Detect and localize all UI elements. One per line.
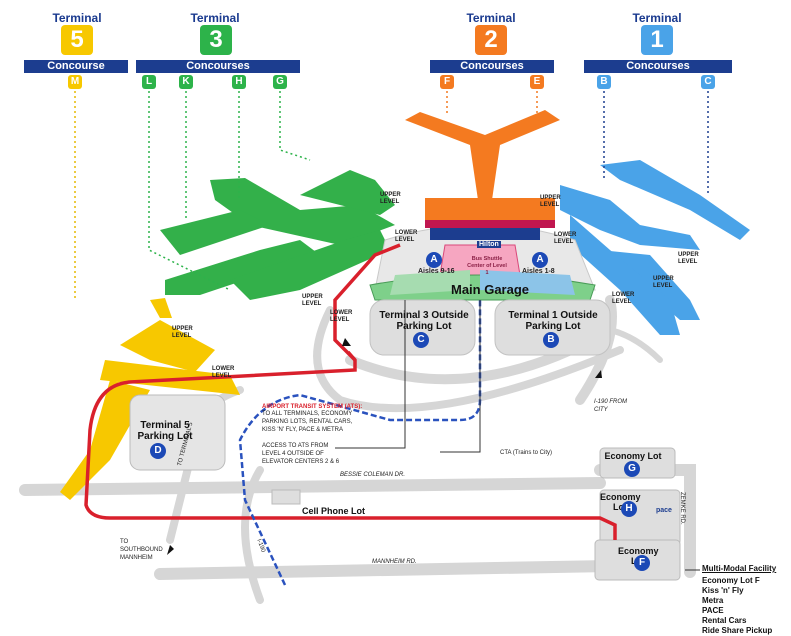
terminal-3-lot-area (369, 299, 476, 356)
terminal-3-concourse-bar: Concourses (136, 60, 300, 73)
t1-upper-level-label-3: UPPER LEVEL (653, 276, 674, 289)
terminal-1-badge: 1 (641, 25, 673, 55)
multimodal-item: Metra (702, 596, 724, 605)
concourse-b-badge[interactable]: B (597, 75, 611, 89)
terminal-3-lot-name: Terminal 3 Outside Parking Lot (379, 310, 469, 332)
to-southbound-mannheim: TO SOUTHBOUND MANNHEIM (120, 539, 163, 561)
main-garage-structure (369, 220, 596, 301)
terminal-5-word: Terminal (52, 11, 102, 25)
ats-title: AIRPORT TRANSIT SYSTEM (ATS): (262, 404, 363, 410)
terminal-5-badge: 5 (61, 25, 93, 55)
lot-d-badge[interactable]: D (150, 443, 166, 459)
bus-shuttle-center-label: Bus Shuttle Center of Level 1 (467, 256, 507, 276)
economy-lot-g-name: Economy Lot (604, 451, 662, 461)
lot-b-badge[interactable]: B (543, 332, 559, 348)
i190-from-city: I-190 FROM CITY (594, 399, 628, 413)
terminal-1-word: Terminal (632, 11, 682, 25)
t3-upper-level-label-2: UPPER LEVEL (302, 294, 323, 307)
t3-lower-level-label: LOWER LEVEL (395, 230, 418, 243)
terminal-2-concourse-bar: Concourses (430, 60, 554, 73)
t1-upper-level-label-2: UPPER LEVEL (678, 252, 699, 265)
lot-c-badge[interactable]: C (413, 332, 429, 348)
concourse-h-badge[interactable]: H (232, 75, 246, 89)
terminal-3-word: Terminal (190, 11, 240, 25)
ats-description: TO ALL TERMINALS, ECONOMY PARKING LOTS, … (262, 411, 353, 433)
aisles-9-16-label: Aisles 9-16 (418, 268, 455, 275)
cell-phone-lot-name: Cell Phone Lot (302, 506, 365, 516)
pace-label: pace (656, 507, 672, 514)
t1-lower-level-label: LOWER LEVEL (554, 232, 577, 245)
multimodal-item: Kiss 'n' Fly (702, 586, 744, 595)
terminal-2-word: Terminal (466, 11, 516, 25)
zemke-road-label: ZEMKE RD. (679, 492, 685, 525)
multimodal-list: Economy Lot F Kiss 'n' Fly Metra PACE Re… (702, 576, 772, 636)
t5-upper-level-label: UPPER LEVEL (172, 326, 193, 339)
t5-lower-level-label: LOWER LEVEL (212, 366, 235, 379)
multimodal-item: Ride Share Pickup (702, 626, 773, 635)
concourse-l-badge[interactable]: L (142, 75, 156, 89)
multimodal-item: Economy Lot F (702, 576, 760, 585)
lot-h-badge[interactable]: H (621, 501, 637, 517)
multimodal-item: PACE (702, 606, 724, 615)
t1-upper-level-label-1: UPPER LEVEL (540, 195, 561, 208)
concourse-m-badge[interactable]: M (68, 75, 82, 89)
terminal-3-badge: 3 (200, 25, 232, 55)
concourse-k-badge[interactable]: K (179, 75, 193, 89)
main-garage-title: Main Garage (450, 282, 530, 297)
mannheim-rd-label: MANNHEIM RD. (372, 559, 417, 565)
aisles-1-8-label: Aisles 1-8 (522, 268, 555, 275)
terminal-1-concourse-bar: Concourses (584, 60, 732, 73)
cell-phone-lot-area (271, 489, 301, 505)
terminal-5-building (60, 298, 240, 500)
t1-lower-level-label-2: LOWER LEVEL (612, 292, 635, 305)
callout-leaders (335, 300, 700, 571)
direction-arrows (167, 338, 602, 555)
ats-route-upper (333, 243, 401, 362)
concourse-c-badge[interactable]: C (701, 75, 715, 89)
garage-lot-a-left[interactable]: A (426, 252, 442, 268)
bessie-coleman-dr-label: BESSIE COLEMAN DR. (340, 472, 406, 478)
t3-lower-level-label-2: LOWER LEVEL (330, 310, 353, 323)
ats-access-note: ACCESS TO ATS FROM LEVEL 4 OUTSIDE OF EL… (262, 443, 340, 465)
ats-route (84, 350, 617, 540)
multimodal-item: Rental Cars (702, 616, 747, 625)
terminal-3-building (160, 170, 395, 300)
terminal-1-building (560, 160, 750, 335)
cta-label: CTA (Trains to City) (500, 450, 553, 456)
concourse-f-badge[interactable]: F (440, 75, 454, 89)
t3-upper-level-label-1: UPPER LEVEL (380, 192, 401, 205)
concourse-e-badge[interactable]: E (530, 75, 544, 89)
terminal-1-lot-area (494, 299, 611, 356)
cta-route (238, 300, 482, 586)
terminal-5-concourse-bar: Concourse (24, 60, 128, 73)
terminal-5-lot-name: Terminal 5 Parking Lot (137, 420, 193, 442)
garage-lot-a-right[interactable]: A (532, 252, 548, 268)
multimodal-title: Multi-Modal Facility (702, 564, 777, 573)
hilton-label: Hilton (477, 241, 501, 248)
lot-g-badge[interactable]: G (624, 461, 640, 477)
economy-lot-h-name: Economy Lot (600, 492, 641, 512)
terminal-2-building (405, 110, 560, 220)
terminal-1-lot-name: Terminal 1 Outside Parking Lot (508, 310, 598, 332)
concourse-g-badge[interactable]: G (273, 75, 287, 89)
lot-f-badge[interactable]: F (634, 555, 650, 571)
concourse-connectors (74, 86, 709, 300)
terminal-2-badge: 2 (475, 25, 507, 55)
